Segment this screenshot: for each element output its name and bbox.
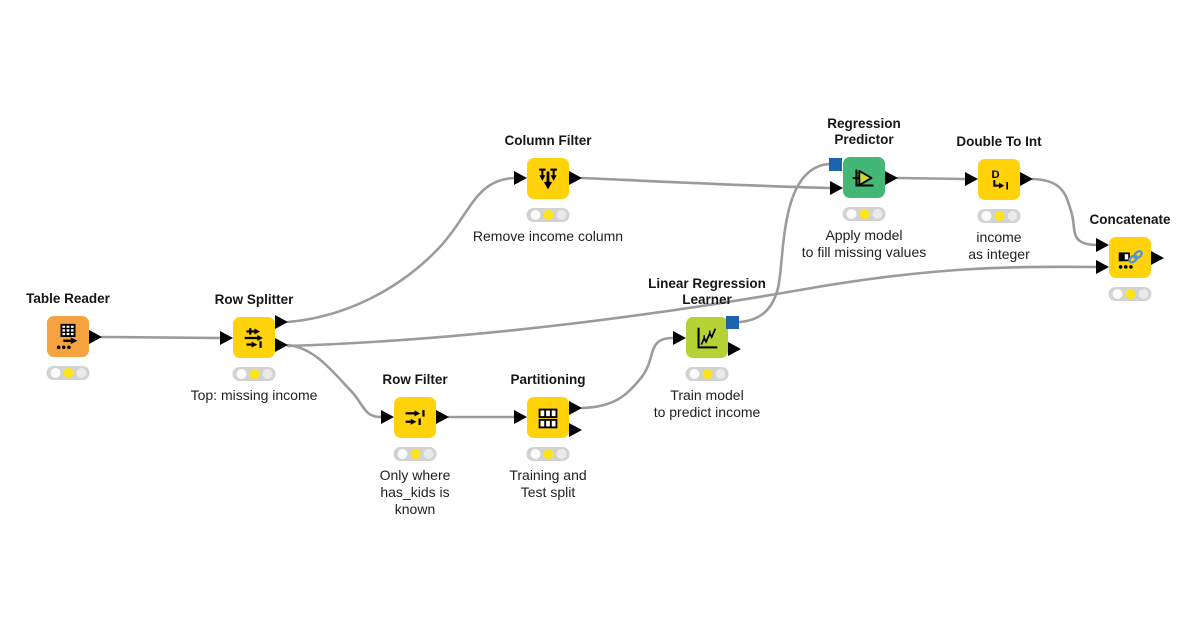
table-reader-node-body[interactable] [47, 316, 89, 357]
top-output-port[interactable] [569, 401, 582, 415]
regression-predictor-node-body[interactable] [843, 157, 885, 198]
partitioning-icon [538, 408, 558, 428]
node-linear-regression-learner[interactable]: Linear Regression Learner Train model to… [648, 276, 766, 420]
concatenate-node-body[interactable] [1109, 237, 1151, 278]
node-label: Concatenate [1089, 212, 1171, 227]
double-to-int-node-body[interactable]: D I [978, 159, 1020, 200]
output-port[interactable] [1020, 172, 1033, 186]
node-comment: Top: missing income [190, 387, 318, 403]
node-concatenate[interactable]: Concatenate [1089, 212, 1171, 301]
top-input-port[interactable] [1096, 238, 1109, 252]
input-port[interactable] [514, 410, 527, 424]
column-filter-icon [539, 168, 557, 189]
status-traffic-light [842, 207, 886, 221]
input-port[interactable] [965, 172, 978, 186]
regression-predictor-icon [852, 169, 874, 187]
table-reader-icon [56, 323, 78, 349]
node-label: Row Splitter [214, 292, 294, 307]
wire-predictor-to-double-to-int[interactable] [896, 176, 967, 181]
row-filter-icon [405, 409, 425, 425]
node-comment: Only where has_kids is known [379, 467, 451, 517]
node-regression-predictor[interactable]: Regression Predictor Apply model to fill… [802, 116, 927, 260]
node-comment: income as integer [968, 229, 1030, 262]
svg-text:I: I [1006, 180, 1009, 192]
node-label: Regression Predictor [827, 116, 901, 147]
node-partitioning[interactable]: Partitioning Training and Test split [509, 372, 586, 500]
wire-row-splitter-to-column-filter[interactable] [286, 176, 516, 324]
bottom-input-port[interactable] [1096, 260, 1109, 274]
node-label: Column Filter [504, 133, 592, 148]
node-label: Linear Regression Learner [648, 276, 766, 307]
bottom-output-port[interactable] [569, 423, 582, 437]
wire-table-reader-to-row-splitter[interactable] [100, 335, 222, 340]
input-port[interactable] [673, 331, 686, 345]
linear-regression-learner-node-body[interactable] [686, 317, 728, 358]
node-row-splitter[interactable]: Row Splitter Top: missing income [191, 292, 318, 403]
row-splitter-icon [244, 327, 263, 348]
node-label: Partitioning [510, 372, 586, 387]
data-output-port[interactable] [728, 342, 741, 356]
status-traffic-light [46, 366, 90, 380]
model-input-port[interactable] [829, 158, 842, 171]
output-port[interactable] [436, 410, 449, 424]
input-port[interactable] [381, 410, 394, 424]
row-filter-node-body[interactable] [394, 397, 436, 438]
output-port[interactable] [1151, 251, 1164, 265]
wire-row-splitter-to-concatenate[interactable] [286, 265, 1098, 348]
node-label: Table Reader [26, 291, 110, 306]
linear-regression-learner-icon [697, 327, 718, 348]
data-input-port[interactable] [830, 181, 843, 195]
wire-learner-model-to-predictor[interactable] [738, 162, 831, 324]
node-label: Double To Int [956, 134, 1042, 149]
wire-column-filter-to-regression-predictor[interactable] [580, 176, 832, 190]
node-double-to-int[interactable]: Double To Int D I income as integer [956, 134, 1041, 262]
node-label: Row Filter [382, 372, 448, 387]
svg-text:D: D [992, 169, 1000, 181]
status-traffic-light [526, 447, 570, 461]
wire-partitioning-to-learner[interactable] [580, 336, 675, 410]
input-port[interactable] [220, 331, 233, 345]
wire-row-splitter-to-row-filter[interactable] [286, 343, 383, 419]
node-comment: Training and Test split [509, 467, 587, 500]
column-filter-node-body[interactable] [527, 158, 569, 199]
status-traffic-light [977, 209, 1021, 223]
status-traffic-light [1108, 287, 1152, 301]
concatenate-icon [1118, 249, 1143, 269]
wire-double-to-int-to-concatenate[interactable] [1031, 177, 1098, 247]
partitioning-node-body[interactable] [527, 397, 569, 438]
status-traffic-light [393, 447, 437, 461]
status-traffic-light [526, 208, 570, 222]
status-traffic-light [685, 367, 729, 381]
row-splitter-node-body[interactable] [233, 317, 275, 358]
node-table-reader[interactable]: Table Reader [26, 291, 110, 380]
input-port[interactable] [514, 171, 527, 185]
output-port[interactable] [885, 171, 898, 185]
node-row-filter[interactable]: Row Filter Only where has_kids is known [380, 372, 451, 517]
node-column-filter[interactable]: Column Filter Remove income column [473, 133, 623, 244]
double-to-int-icon: D I [992, 169, 1009, 192]
bottom-output-port[interactable] [275, 338, 288, 352]
model-output-port[interactable] [726, 316, 739, 329]
node-comment: Train model to predict income [653, 387, 761, 420]
output-port[interactable] [569, 171, 582, 185]
node-comment: Apply model to fill missing values [801, 227, 927, 260]
status-traffic-light [232, 367, 276, 381]
output-port[interactable] [89, 330, 102, 344]
top-output-port[interactable] [275, 315, 288, 329]
node-comment: Remove income column [472, 228, 624, 244]
